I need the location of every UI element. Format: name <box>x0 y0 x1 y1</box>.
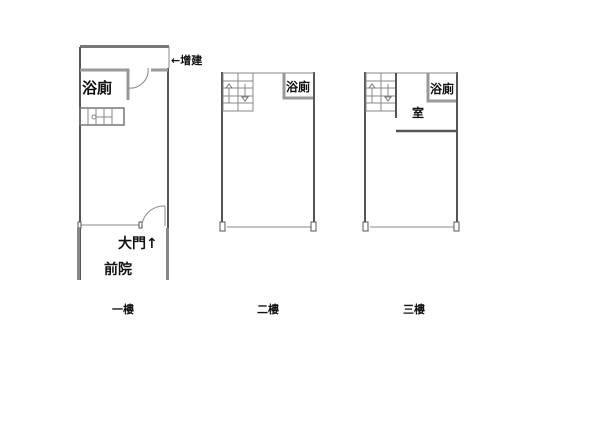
floor-2-title: 二樓 <box>257 302 279 316</box>
bathroom-wall <box>282 73 313 100</box>
yard-label: 前院 <box>104 261 132 278</box>
floor-3-title: 三樓 <box>403 302 425 316</box>
floor-1-plan: 浴廁 ←增建 大門↑ 前院 一樓 <box>77 45 203 316</box>
floor-2-plan: 浴廁 二樓 <box>219 72 317 316</box>
stairs <box>365 72 397 112</box>
main-door-arc <box>141 205 166 225</box>
floor-3-plan: 浴廁 室 三樓 <box>362 72 460 316</box>
floor-3-room-label: 室 <box>412 105 424 120</box>
extension-roof-wall <box>80 45 169 48</box>
stairs <box>222 72 254 112</box>
stairs <box>79 107 125 126</box>
bathroom-wall <box>80 68 130 100</box>
gate-label: 大門↑ <box>118 235 158 252</box>
floor-1-bath-label: 浴廁 <box>82 79 112 97</box>
extension-label: ←增建 <box>171 53 203 67</box>
floor-2-bath-label: 浴廁 <box>286 79 310 94</box>
bathroom-wall <box>426 73 456 103</box>
floor-3-bath-label: 浴廁 <box>430 81 454 96</box>
floor-1-title: 一樓 <box>112 302 134 316</box>
door-arc <box>127 67 149 89</box>
